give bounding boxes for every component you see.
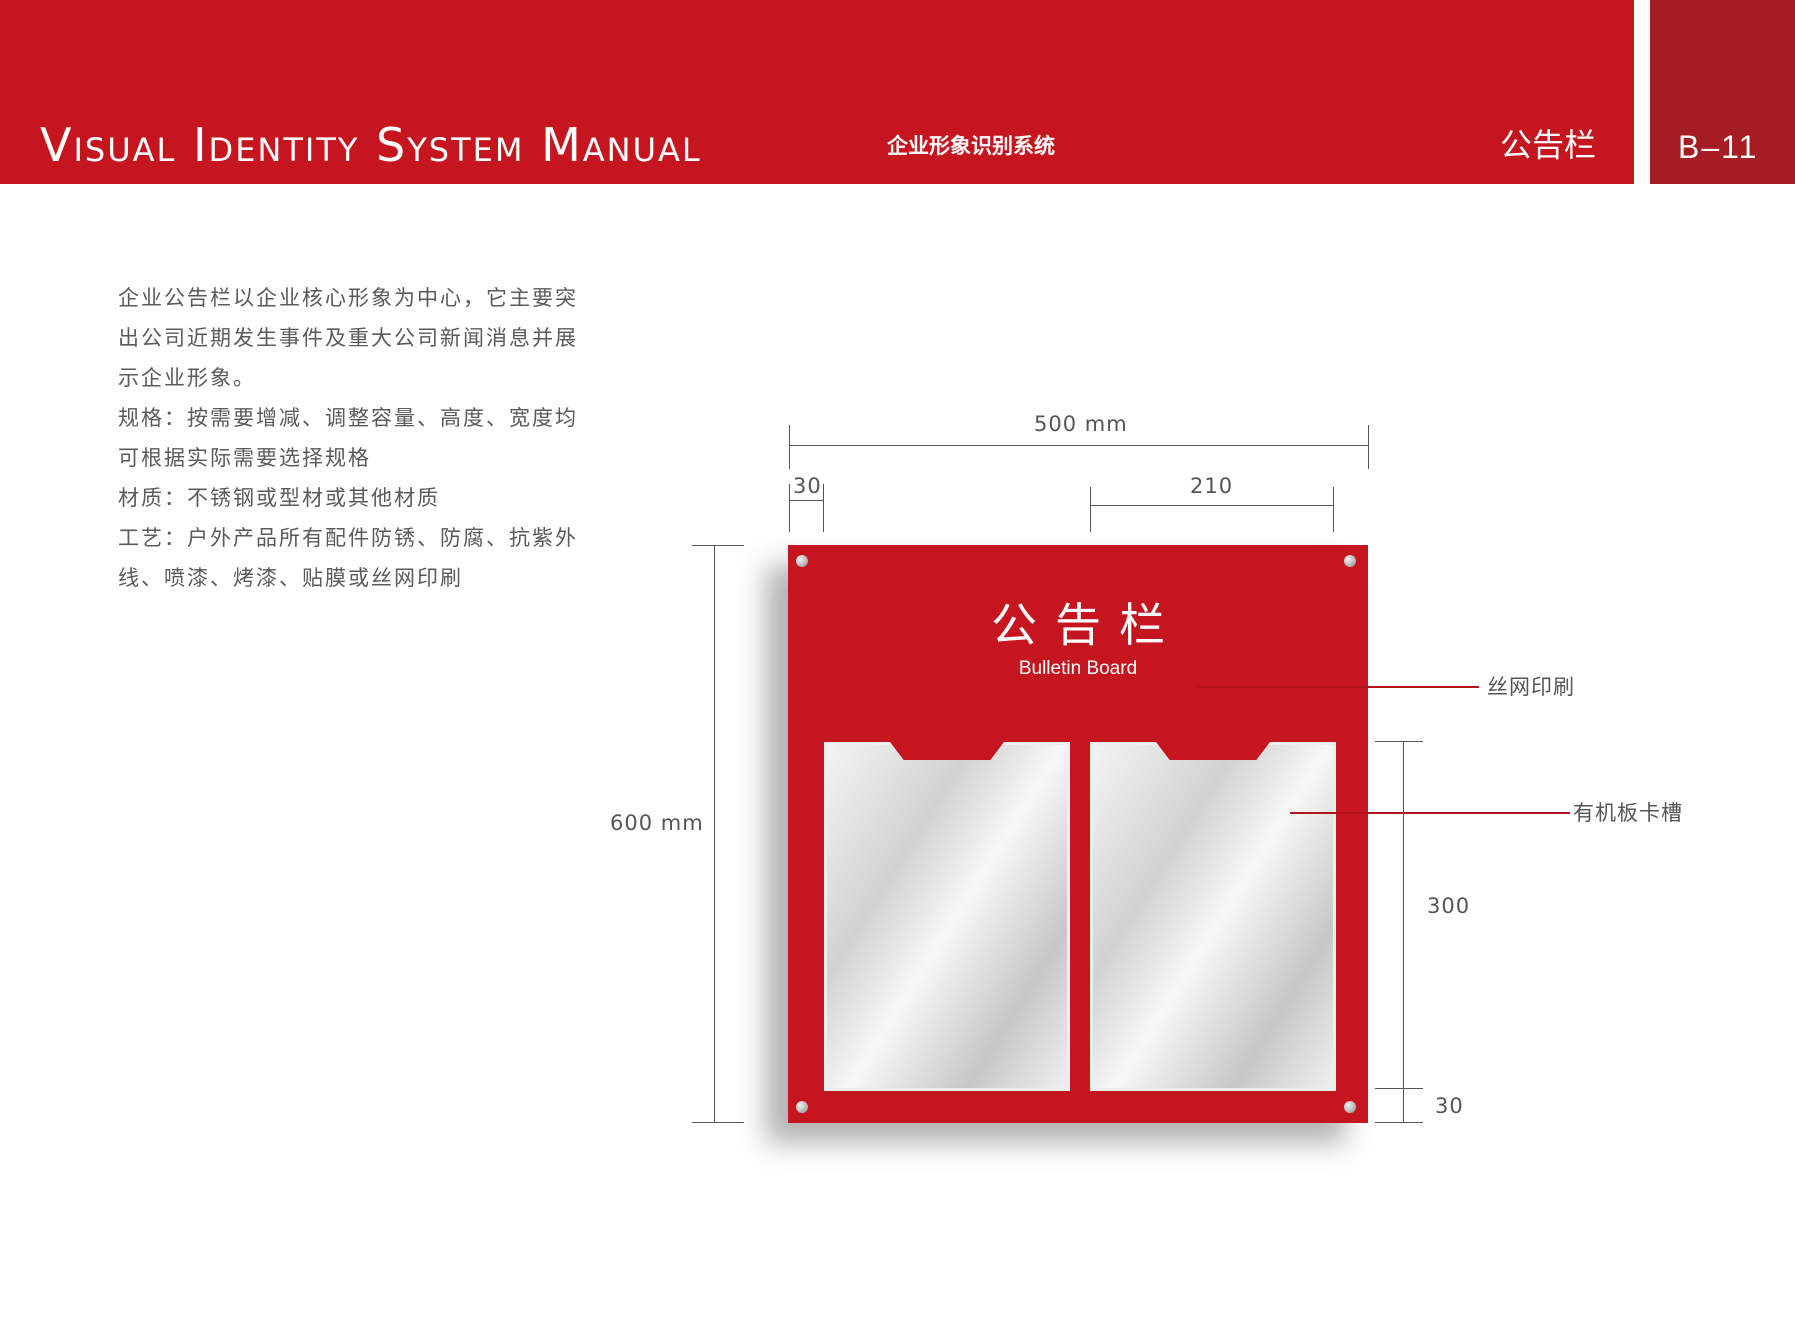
dim-tick — [692, 1122, 744, 1123]
dim-margin: 30 — [793, 474, 822, 498]
dim-slot-width: 210 — [1190, 474, 1234, 498]
callout-silk-print: 丝网印刷 — [1487, 675, 1575, 699]
description-material: 材质：不锈钢或型材或其他材质 — [118, 486, 440, 510]
manual-title-en: Visual Identity System Manual — [40, 118, 702, 172]
screw-icon — [1344, 1101, 1356, 1113]
callout-line — [1290, 812, 1570, 814]
description-intro: 企业公告栏以企业核心形象为中心，它主要突出公司近期发生事件及重大公司新闻消息并展… — [118, 286, 578, 390]
dim-tick — [823, 484, 824, 532]
dim-slot-height: 300 — [1427, 894, 1471, 918]
section-title: 公告栏 — [1500, 126, 1597, 164]
dim-tick — [1333, 487, 1334, 532]
callout-acrylic-slot: 有机板卡槽 — [1573, 801, 1683, 825]
dim-width-total: 500 mm — [1034, 412, 1128, 436]
dim-tick — [1375, 1122, 1423, 1123]
callout-line — [1198, 686, 1479, 688]
board-subtitle: Bulletin Board — [1018, 658, 1138, 679]
screw-icon — [796, 555, 808, 567]
dim-line — [789, 445, 1369, 446]
page-number: B–11 — [1678, 129, 1759, 165]
slot-tab — [1156, 742, 1270, 760]
screw-icon — [796, 1101, 808, 1113]
screw-icon — [1344, 555, 1356, 567]
dim-tick — [1375, 741, 1423, 742]
dim-tick — [789, 425, 790, 469]
acrylic-slot-right — [1090, 742, 1336, 1091]
dim-tick — [1368, 425, 1369, 469]
dim-tick — [1090, 487, 1091, 532]
description: 企业公告栏以企业核心形象为中心，它主要突出公司近期发生事件及重大公司新闻消息并展… — [118, 278, 588, 598]
acrylic-slot-left — [824, 742, 1070, 1091]
header-bar — [0, 0, 1634, 184]
description-process: 工艺：户外产品所有配件防锈、防腐、抗紫外线、喷漆、烤漆、贴膜或丝网印刷 — [118, 526, 578, 590]
dim-height-total: 600 mm — [610, 811, 704, 835]
dim-line — [1403, 741, 1404, 1123]
dim-tick — [789, 484, 790, 532]
dim-tick — [1375, 1088, 1423, 1089]
dim-tick — [692, 545, 744, 546]
dim-bottom-margin: 30 — [1435, 1094, 1464, 1118]
dim-line — [1090, 505, 1334, 506]
slot-tab — [890, 742, 1004, 760]
page-number-bar — [1650, 0, 1795, 184]
board-title: 公告栏 — [991, 598, 1183, 652]
dim-line — [789, 500, 824, 501]
bulletin-board: 公告栏 Bulletin Board — [788, 545, 1368, 1123]
dim-line — [714, 545, 715, 1123]
manual-title-cn: 企业形象识别系统 — [887, 134, 1055, 158]
description-spec: 规格：按需要增减、调整容量、高度、宽度均可根据实际需要选择规格 — [118, 406, 578, 470]
